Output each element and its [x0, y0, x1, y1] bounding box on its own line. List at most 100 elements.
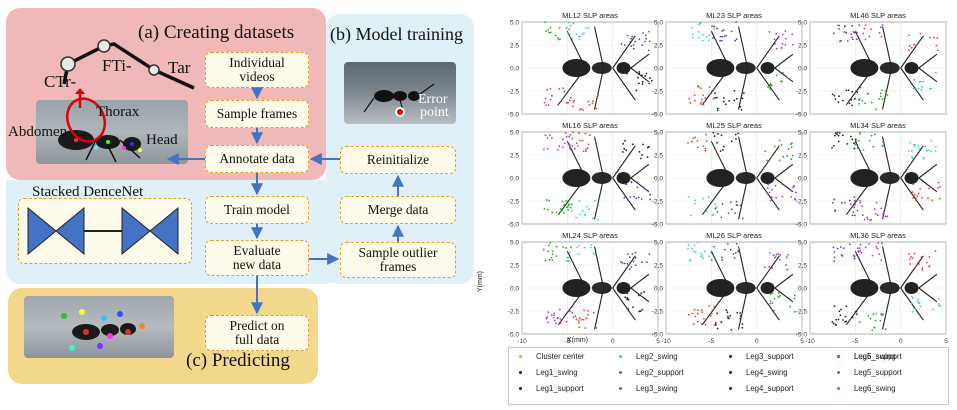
scatter-point	[571, 203, 574, 206]
scatter-point	[569, 246, 572, 248]
scatter-point	[911, 297, 914, 299]
scatter-point	[768, 85, 771, 88]
scatter-point	[648, 40, 651, 43]
scatter-point	[839, 246, 842, 248]
scatter-point	[913, 145, 916, 148]
prediction-ant-photo	[24, 296, 174, 358]
legend-label: Leg3_support	[746, 352, 794, 361]
legend-marker	[619, 387, 622, 391]
scatter-point	[544, 21, 547, 24]
scatter-point	[694, 136, 697, 139]
ant-silhouette	[701, 136, 794, 220]
scatter-point	[851, 90, 854, 93]
scatter-point	[583, 246, 586, 249]
scatter-point	[784, 37, 787, 40]
scatter-panel-title: ML12 SLP areas	[562, 11, 618, 20]
scatter-point	[637, 294, 640, 297]
legend-item: Leg4_support	[729, 384, 794, 393]
scatter-point	[859, 250, 862, 252]
scatter-point	[859, 243, 862, 246]
legend-label: Leg5_swing	[854, 352, 896, 361]
scatter-point	[912, 183, 915, 186]
scatter-point	[696, 312, 699, 315]
scatter-point	[582, 109, 584, 112]
scatter-point	[879, 26, 882, 29]
scatter-point	[711, 37, 714, 39]
scatter-point	[741, 323, 744, 326]
scatter-point	[584, 327, 587, 329]
scatter-point	[848, 102, 851, 105]
y-tick-label: -5.0	[652, 222, 664, 229]
scatter-point	[578, 244, 580, 247]
x-tick-label: -5	[852, 338, 858, 345]
scatter-point	[625, 149, 628, 152]
scatter-point	[764, 150, 767, 153]
scatter-point	[910, 302, 913, 305]
scatter-point	[591, 217, 594, 220]
scatter-point	[702, 257, 705, 260]
legend-label: Leg6_swing	[854, 384, 896, 393]
scatter-point	[845, 89, 848, 92]
scatter-point	[594, 253, 596, 256]
scatter-point	[723, 96, 725, 99]
scatter-point	[623, 44, 626, 46]
leg-skeleton-illustration	[60, 39, 195, 90]
scatter-point	[834, 98, 837, 101]
y-tick-label: -2.5	[796, 199, 808, 206]
scatter-point	[912, 87, 915, 90]
y-tick-label: -5.0	[508, 222, 520, 229]
scatter-point	[627, 253, 629, 256]
scatter-point	[790, 158, 793, 160]
scatter-point	[548, 31, 551, 34]
scatter-point	[779, 295, 782, 298]
scatter-point	[645, 37, 648, 40]
scatter-point	[723, 35, 726, 38]
y-tick-label: -5.0	[652, 332, 664, 339]
scatter-point	[735, 242, 738, 245]
scatter-point	[628, 268, 631, 271]
scatter-point	[790, 196, 793, 198]
scatter-point	[559, 38, 561, 40]
scatter-point	[832, 32, 835, 35]
scatter-point	[771, 292, 774, 295]
scatter-point	[551, 253, 554, 256]
scatter-point	[848, 243, 851, 246]
scatter-point	[647, 49, 650, 52]
evaluate-new-data-box: Evaluate new data	[205, 240, 309, 276]
scatter-point	[648, 82, 651, 85]
scatter-point	[875, 201, 878, 204]
scatter-point	[714, 323, 717, 326]
scatter-point	[641, 74, 643, 77]
outlier-line1: Sample outlier	[358, 245, 438, 260]
error-point-label-line2: point	[420, 105, 449, 120]
scatter-point	[922, 80, 925, 83]
scatter-point	[629, 40, 632, 43]
scatter-point	[881, 98, 884, 100]
scatter-point	[621, 262, 624, 264]
legend-item: Leg2_support	[619, 368, 684, 377]
predict-full-data-box: Predict on full data	[205, 315, 309, 351]
scatter-point	[574, 147, 576, 150]
scatter-point	[578, 38, 581, 41]
scatter-point	[833, 260, 836, 263]
scatter-point	[832, 246, 835, 249]
scatter-point	[642, 32, 644, 35]
y-tick-label: 2.5	[510, 153, 519, 160]
scatter-point	[785, 264, 787, 266]
scatter-point	[851, 38, 854, 41]
scatter-point	[919, 32, 922, 35]
scatter-point	[620, 43, 623, 45]
scatter-point	[578, 326, 581, 329]
y-tick-label: -2.5	[508, 199, 520, 206]
scatter-point	[910, 46, 913, 49]
scatter-point	[786, 268, 789, 271]
scatter-point	[854, 203, 856, 206]
scatter-point	[550, 256, 553, 259]
scatter-point	[580, 107, 583, 110]
scatter-point	[587, 27, 590, 30]
legend-item: Leg6_swing	[837, 384, 896, 393]
scatter-point	[881, 313, 884, 316]
scatter-point	[640, 198, 643, 200]
